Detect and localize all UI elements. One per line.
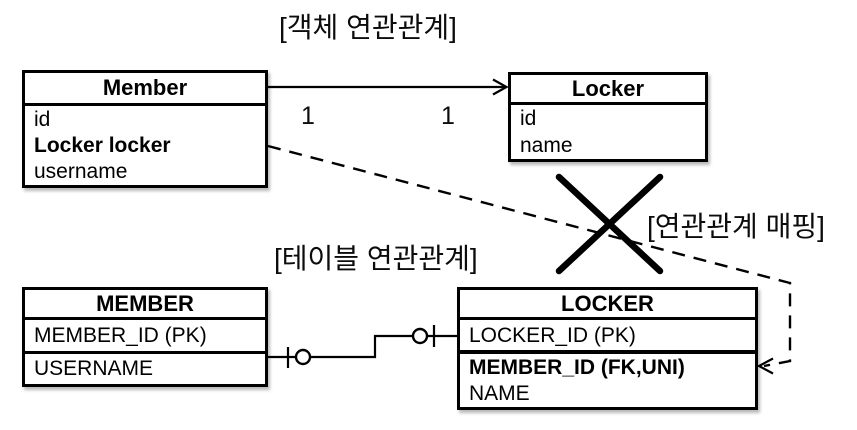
member-class-box: Member id Locker locker username <box>22 70 268 188</box>
locker-table-row-member-id: MEMBER_ID (FK,UNI) <box>469 355 685 379</box>
member-table-title: MEMBER <box>25 290 265 320</box>
locker-class-title: Locker <box>511 75 705 105</box>
member-class-field-locker: Locker locker <box>34 133 171 157</box>
object-relation-label: [객체 연관관계] <box>279 12 457 43</box>
cross-out-x-mark <box>555 173 664 275</box>
member-table-box: MEMBER MEMBER_ID (PK) USERNAME <box>22 287 268 387</box>
locker-table-fk-compartment: MEMBER_ID (FK,UNI) NAME <box>460 350 755 407</box>
table-join-connector <box>268 325 457 368</box>
locker-table-box: LOCKER LOCKER_ID (PK) MEMBER_ID (FK,UNI)… <box>457 287 758 410</box>
member-class-field-id: id <box>34 107 51 131</box>
locker-table-title: LOCKER <box>460 290 755 320</box>
mapping-label: [연관관계 매핑] <box>647 211 825 242</box>
locker-class-box: Locker id name <box>508 72 708 162</box>
object-association-arrow <box>268 78 509 96</box>
cardinality-circle-member-side <box>294 348 312 366</box>
fk-mapping-dashed-arrow <box>267 144 792 375</box>
member-table-row-username: USERNAME <box>25 350 265 385</box>
member-table-row-member-id: MEMBER_ID (PK) <box>34 323 207 347</box>
locker-class-fields: id name <box>511 105 705 159</box>
locker-table-row-name: NAME <box>469 382 530 406</box>
multiplicity-target: 1 <box>441 102 455 130</box>
member-class-title: Member <box>25 73 265 106</box>
cardinality-circle-locker-side <box>411 327 429 345</box>
member-class-fields: id Locker locker username <box>25 106 265 185</box>
locker-class-field-id: id <box>520 107 537 130</box>
member-class-field-username: username <box>34 160 128 184</box>
multiplicity-source: 1 <box>301 102 315 130</box>
table-relation-label: [테이블 연관관계] <box>274 243 478 274</box>
locker-class-field-name: name <box>520 134 573 157</box>
locker-table-row-locker-id: LOCKER_ID (PK) <box>469 323 636 347</box>
